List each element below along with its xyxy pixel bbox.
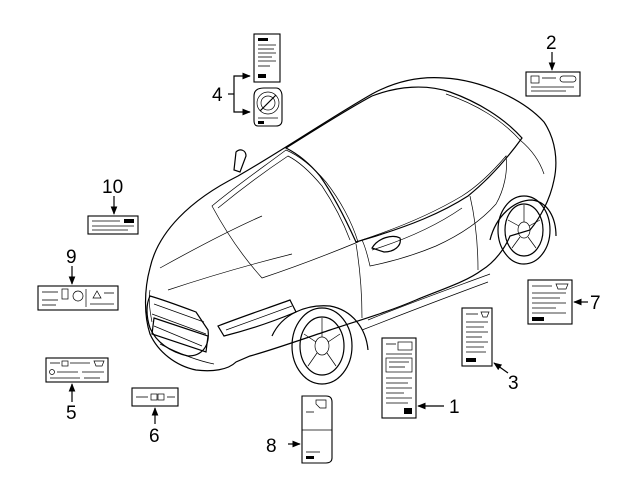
label-item-5 bbox=[45, 357, 109, 383]
callout-2: 2 bbox=[546, 33, 557, 54]
label-item-8 bbox=[301, 395, 333, 464]
label-item-7 bbox=[527, 279, 573, 325]
callout-8: 8 bbox=[266, 436, 277, 457]
callout-6: 6 bbox=[149, 426, 160, 447]
callout-7: 7 bbox=[590, 293, 601, 314]
label-item-10 bbox=[87, 215, 139, 235]
label-item-1 bbox=[381, 337, 417, 419]
callout-5: 5 bbox=[66, 403, 77, 424]
label-item-4-airbag bbox=[253, 87, 283, 127]
callout-9: 9 bbox=[66, 247, 77, 268]
label-item-2 bbox=[525, 71, 581, 97]
label-item-4-card bbox=[253, 33, 281, 83]
label-item-9 bbox=[37, 285, 119, 311]
label-item-6 bbox=[131, 387, 179, 407]
callout-4: 4 bbox=[212, 85, 223, 106]
label-item-3 bbox=[461, 307, 493, 367]
callout-1: 1 bbox=[449, 397, 460, 418]
car-illustration bbox=[144, 77, 557, 385]
callout-10: 10 bbox=[102, 177, 123, 198]
callout-3: 3 bbox=[508, 373, 519, 394]
